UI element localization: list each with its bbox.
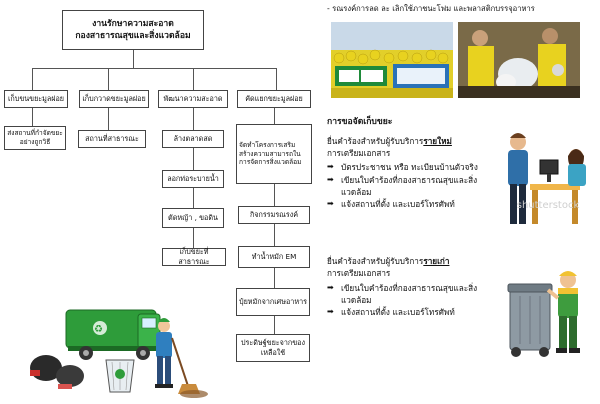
branch-clean-item: ตัดหญ้า , ขอดิน: [162, 208, 224, 228]
branch-collect: เก็บขนขยะมูลฝอย: [4, 90, 68, 108]
arrow-right-icon: ➡: [327, 162, 334, 172]
list-item: ➡ เขียนใบคำร้องที่กองสาธารณสุขและสิ่งแวด…: [327, 282, 478, 305]
new-customer-intro: ยื่นคำร้องสำหรับผู้รับบริการรายใหม่: [327, 135, 452, 146]
branch-sort-item: ทำน้ำหมัก EM: [238, 246, 310, 268]
campaign-photo-bags: [458, 22, 580, 98]
request-section: การขอจัดเก็บขยะ ยื่นคำร้องสำหรับผู้รับบร…: [327, 116, 497, 211]
cleaning-illustration: ♻: [28, 300, 228, 400]
branch-sort-item: จัดทำโครงการเสริมสร้างความสามารถในการจัด…: [236, 124, 312, 184]
old-customer-section: ยื่นคำร้องสำหรับผู้รับบริการรายเก่า การเ…: [327, 255, 497, 318]
branch-clean-item: เก็บขยะที่สาธารณะ: [162, 247, 226, 266]
svg-text:♻: ♻: [94, 324, 103, 335]
list-item: ➡ แจ้งสถานที่ตั้ง และเบอร์โทรศัพท์: [327, 307, 455, 318]
list-item: ➡ เขียนใบคำร้องที่กองสาธารณสุขและสิ่งแวด…: [327, 174, 478, 198]
request-heading: การขอจัดเก็บขยะ: [327, 117, 393, 127]
branch-collect-item: ส่งสถานที่กำจัดขยะอย่างถูกวิธี: [4, 126, 66, 150]
branch-sort-item: ปุ๋ยหมักจากเศษอาหาร: [236, 288, 310, 316]
worker-bin-illustration: [506, 264, 592, 360]
branch-cleanliness: พัฒนาความสะอาด: [158, 90, 228, 108]
branch-clean-item: ล้างตลาดสด: [162, 130, 224, 148]
branch-sorting: คัดแยกขยะมูลฝอย: [237, 90, 311, 108]
arrow-right-icon: ➡: [327, 307, 334, 317]
campaign-caption: - รณรงค์การลด ละ เลิกใช้ภาชนะโฟม และพลาส…: [327, 4, 535, 13]
branch-sort-item: ประดิษฐ์ขยะจากของเหลือใช้: [236, 334, 310, 362]
new-customer-highlight: รายใหม่: [423, 135, 452, 146]
branch-sweep-item: สถานที่สาธารณะ: [78, 130, 146, 148]
branch-clean-item: ลอกท่อระบายน้ำ: [162, 170, 224, 188]
arrow-right-icon: ➡: [327, 174, 334, 184]
campaign-photo-crowd: [331, 22, 453, 98]
office-illustration: shutterstock: [500, 122, 596, 234]
org-title-line1: งานรักษาความสะอาด: [92, 18, 174, 29]
branch-sweep: เก็บกวาดขยะมูลฝอย: [79, 90, 149, 108]
list-item: ➡ แจ้งสถานที่ตั้ง และเบอร์โทรศัพท์: [327, 199, 455, 210]
old-customer-intro: ยื่นคำร้องสำหรับผู้รับบริการรายเก่า: [327, 256, 450, 266]
org-title-box: งานรักษาความสะอาด กองสาธารณสุขและสิ่งแวด…: [62, 10, 204, 50]
arrow-right-icon: ➡: [327, 282, 334, 292]
org-title-line2: กองสาธารณสุขและสิ่งแวดล้อม: [75, 31, 191, 41]
watermark-text: shutterstock: [517, 200, 580, 211]
old-customer-highlight: รายเก่า: [423, 256, 450, 266]
list-item: ➡ บัตรประชาชน หรือ ทะเบียนบ้านตัวจริง: [327, 162, 478, 173]
old-customer-prep: การเตรียมเอกสาร: [327, 268, 391, 279]
branch-sort-item: กิจกรรมรณรงค์: [238, 206, 310, 224]
new-customer-prep: การเตรียมเอกสาร: [327, 148, 391, 159]
arrow-right-icon: ➡: [327, 199, 334, 209]
